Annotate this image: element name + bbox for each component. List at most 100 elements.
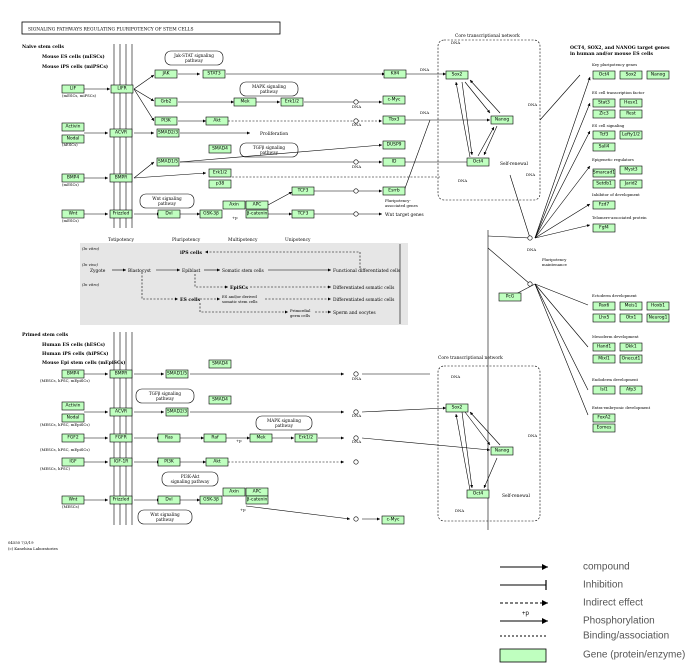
gene-pi3k[interactable]: PI3K (154, 116, 178, 126)
gene-b-smad15[interactable]: SMAD1/5 (165, 369, 189, 379)
gene-bmp4[interactable]: BMP4 (61, 173, 85, 183)
gene-b-cmyc[interactable]: c-Myc (381, 515, 405, 525)
gene-t-myst3[interactable]: Myst3 (619, 165, 643, 175)
gene-erk12[interactable]: Erk1/2 (280, 97, 304, 107)
gene-t-mixl1[interactable]: Mixl1 (592, 354, 616, 364)
compound-2[interactable] (353, 159, 359, 165)
gene-dusp9[interactable]: DUSP9 (382, 140, 406, 150)
gene-b-bmpr[interactable]: BMPR (109, 369, 133, 379)
gene-t-otx1[interactable]: Otx1 (619, 313, 643, 323)
pathway-tgfb-bottom[interactable]: TGFβ signaling pathway (135, 388, 195, 404)
gene-t-dkk1[interactable]: Dkk1 (619, 342, 643, 352)
gene-t-isl1[interactable]: Isl1 (592, 385, 616, 395)
gene-t-nanog[interactable]: Nanog (646, 70, 670, 80)
gene-b-acvr[interactable]: ACVR (109, 407, 133, 417)
gene-oct4[interactable]: Oct4 (466, 157, 490, 167)
gene-b-ras[interactable]: Ras (157, 433, 181, 443)
gene-akt[interactable]: Akt (205, 116, 229, 126)
compound-11[interactable] (527, 281, 533, 287)
gene-klf4[interactable]: Klf4 (383, 69, 407, 79)
pathway-jak-stat[interactable]: Jak-STAT signaling pathway (164, 50, 224, 66)
gene-t-neurog1[interactable]: Neurog1 (646, 313, 670, 323)
gene-tcf3[interactable]: TCF3 (291, 186, 315, 196)
gene-t-lhx5[interactable]: Lhx5 (592, 313, 616, 323)
gene-b-wnt[interactable]: Wnt (61, 495, 85, 505)
compound-6[interactable] (353, 409, 359, 415)
gene-b-fgf2[interactable]: FGF2 (61, 433, 85, 443)
gene-tcf3b[interactable]: TCF3 (291, 209, 315, 219)
pathway-pi3k-akt[interactable]: PI3K-Akt signaling pathway (161, 471, 219, 487)
gene-cmyc[interactable]: c-Myc (382, 95, 406, 105)
gene-t-meis1[interactable]: Meis1 (619, 301, 643, 311)
compound-7[interactable] (353, 435, 359, 441)
gene-t-zic3[interactable]: Zic3 (592, 109, 616, 119)
gene-b-axin[interactable]: Axin (222, 487, 246, 497)
pathway-mapk-bottom[interactable]: MAPK signaling pathway (255, 415, 313, 431)
gene-t-oct4[interactable]: Oct4 (592, 70, 616, 80)
gene-frizzled[interactable]: Frizzled (109, 209, 133, 219)
gene-t-fzd7[interactable]: Fzd7 (592, 200, 616, 210)
gene-t-tcf3[interactable]: Tcf3 (592, 130, 616, 140)
gene-b-smad4[interactable]: SMAD4 (208, 359, 232, 369)
compound-10[interactable] (527, 235, 533, 241)
gene-wnt[interactable]: Wnt (61, 209, 85, 219)
gene-apc[interactable]: APC (245, 200, 269, 210)
gene-t-hoxb1[interactable]: Hoxb1 (646, 301, 670, 311)
gene-t-pax6[interactable]: Pax6 (592, 301, 616, 311)
compound-9[interactable] (353, 516, 359, 522)
gene-t-eomes[interactable]: Eomes (592, 423, 616, 433)
gene-smad15[interactable]: SMAD1/5 (156, 157, 180, 167)
gene-activin[interactable]: Activin (61, 122, 85, 132)
pathway-tgfb-top[interactable]: TGFβ signaling pathway (239, 142, 299, 158)
gene-b-nodal[interactable]: Nodal (61, 413, 85, 423)
gene-b-smad4b[interactable]: SMAD4 (208, 395, 232, 405)
compound-1[interactable] (353, 118, 359, 124)
gene-dvl[interactable]: Dvl (157, 209, 181, 219)
pathway-wnt-bottom[interactable]: Wnt signaling pathway (137, 509, 193, 525)
gene-b-bmp4[interactable]: BMP4 (61, 369, 85, 379)
compound-5[interactable] (353, 371, 359, 377)
gene-b-raf[interactable]: Raf (203, 433, 227, 443)
gene-t-smarcad1[interactable]: Smarcad1 (592, 168, 616, 178)
gene-bcatenin[interactable]: β-catenin (245, 209, 269, 219)
gene-t-sox2[interactable]: Sox2 (619, 70, 643, 80)
pathway-mapk-top[interactable]: MAPK signaling pathway (239, 81, 299, 97)
gene-jak[interactable]: JAK (154, 69, 178, 79)
gene-nodal[interactable]: Nodal (61, 134, 85, 144)
gene-t-hesx1[interactable]: Hesx1 (619, 98, 643, 108)
gene-t-pcg[interactable]: PcG (498, 292, 522, 302)
gene-tbx3[interactable]: Tbx3 (382, 115, 406, 125)
gene-b-pi3k[interactable]: PI3K (157, 457, 181, 467)
gene-t-jarid2[interactable]: Jarid2 (619, 179, 643, 189)
gene-b-smad23[interactable]: SMAD2/3 (165, 407, 189, 417)
gene-b-activin[interactable]: Activin (61, 401, 85, 411)
gene-t-afp3[interactable]: Afp3 (619, 385, 643, 395)
gene-b-nanog[interactable]: Nanog (490, 446, 514, 456)
gene-esrrb[interactable]: Esrrb (382, 186, 406, 196)
gene-lifr[interactable]: LIFR (110, 84, 134, 94)
gene-b-gsk3b[interactable]: GSK-3β (199, 495, 223, 505)
gene-b-apc[interactable]: APC (245, 487, 269, 497)
gene-t-hand1[interactable]: Hand1 (592, 342, 616, 352)
gene-b-fgfr[interactable]: FGFR (109, 433, 133, 443)
pathway-wnt-top[interactable]: Wnt signaling pathway (139, 193, 195, 209)
gene-b-bcatenin[interactable]: β-catenin (245, 495, 269, 505)
gene-grb2[interactable]: Grb2 (154, 97, 178, 107)
gene-b-sox2[interactable]: Sox2 (445, 403, 469, 413)
gene-b-igf[interactable]: IGF (61, 457, 85, 467)
compound-4[interactable] (353, 211, 359, 217)
gene-axin[interactable]: Axin (222, 200, 246, 210)
gene-id[interactable]: ID (382, 157, 406, 167)
gene-p38[interactable]: p38 (208, 179, 232, 189)
gene-smad23[interactable]: SMAD2/3 (156, 128, 180, 138)
gene-b-mek[interactable]: Mek (249, 433, 273, 443)
gene-b-frizzled[interactable]: Frizzled (109, 495, 133, 505)
compound-0[interactable] (353, 99, 359, 105)
gene-t-foxa2[interactable]: FoxA2 (592, 413, 616, 423)
compound-3[interactable] (353, 188, 359, 194)
gene-t-sall4[interactable]: Sall4 (592, 142, 616, 152)
gene-b-akt[interactable]: Akt (205, 457, 229, 467)
gene-t-fgf4[interactable]: Fgf4 (592, 223, 616, 233)
gene-mek[interactable]: Mek (233, 97, 257, 107)
gene-t-onecut1[interactable]: Onecut1 (619, 354, 643, 364)
